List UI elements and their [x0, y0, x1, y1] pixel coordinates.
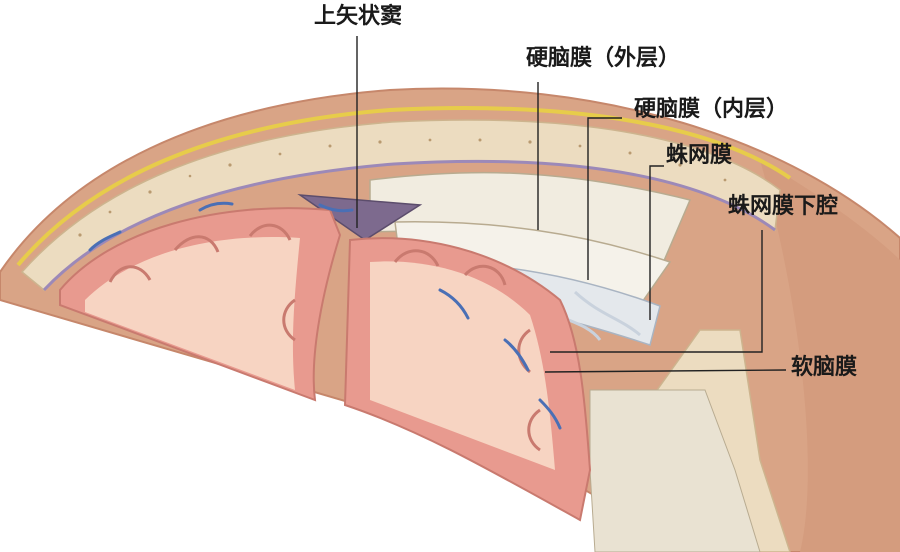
label-dura-outer: 硬脑膜（外层）: [526, 46, 681, 71]
label-superior-sagittal-sinus: 上矢状窦: [314, 4, 403, 29]
scalp-cut-face: [760, 160, 900, 552]
periosteum-line: [16, 106, 792, 267]
blood-vessels: [88, 201, 562, 430]
bone-texture: [78, 138, 762, 237]
label-arachnoid: 蛛网膜: [666, 143, 733, 168]
inner-table-line: [42, 159, 776, 292]
label-dura-inner: 硬脑膜（内层）: [634, 97, 789, 122]
label-pia-mater: 软脑膜: [791, 355, 858, 380]
label-subarachnoid-space: 蛛网膜下腔: [728, 194, 839, 219]
leader-lines: [356, 36, 787, 373]
left-hemisphere-white: [85, 237, 300, 390]
right-hemisphere-white: [370, 261, 555, 470]
left-gyri: [108, 223, 296, 342]
